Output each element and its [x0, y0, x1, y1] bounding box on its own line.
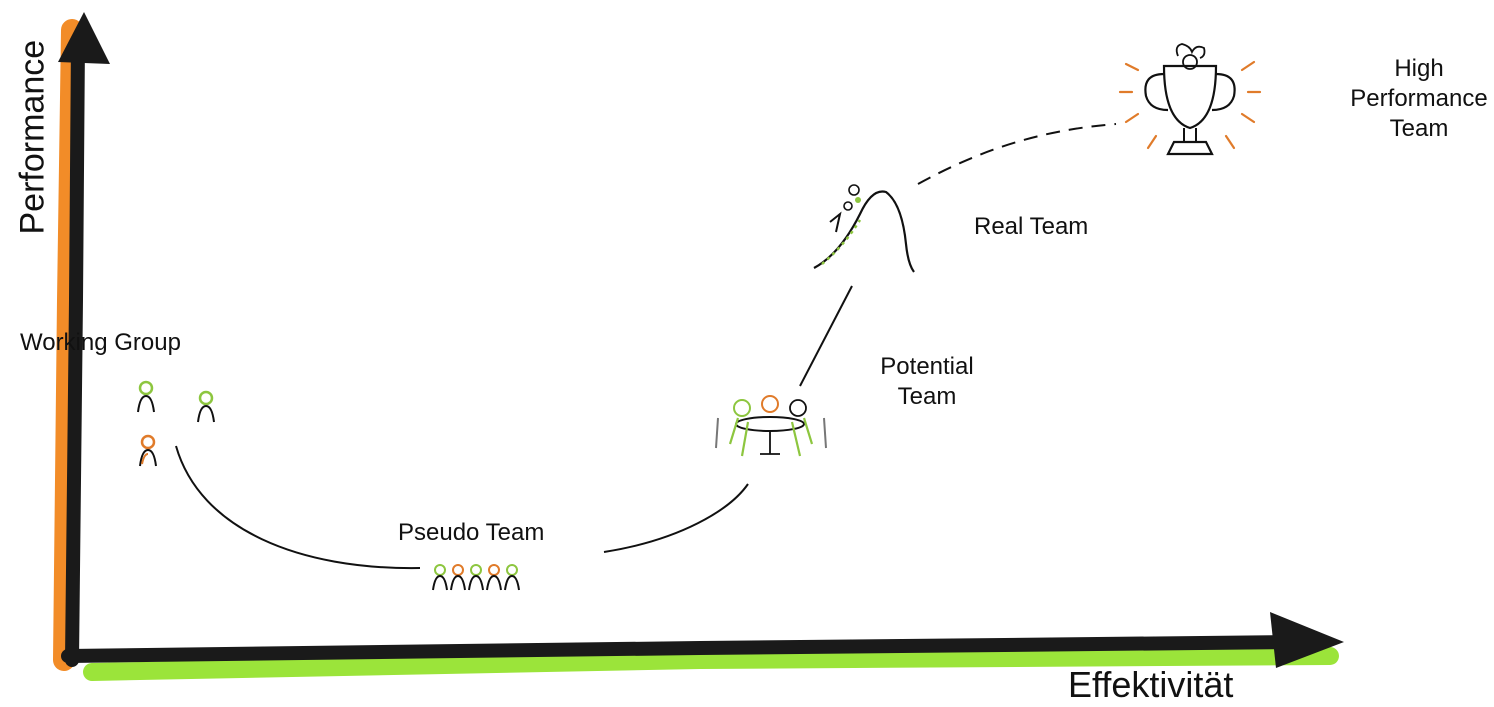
label-pseudo-team: Pseudo Team — [398, 519, 545, 546]
curve-pseudo-to-potential — [603, 483, 749, 553]
label-potential-team-line2: Team — [897, 383, 957, 410]
mountain-climb-icon — [813, 184, 915, 273]
trophy-icon — [1118, 43, 1262, 156]
curve-real-to-high — [917, 123, 1117, 185]
label-potential-team-line1: Potential — [880, 353, 974, 380]
curve-working-to-pseudo — [175, 445, 421, 570]
meeting-table-icon — [715, 395, 827, 457]
label-potential-team: Potential Team — [862, 352, 992, 412]
label-high-performance-line1: High — [1394, 55, 1444, 82]
person-icon — [137, 380, 155, 413]
curve-potential-to-real — [799, 285, 853, 387]
label-high-performance-line2: Performance — [1350, 85, 1488, 112]
y-axis-arrowhead — [58, 12, 110, 64]
label-real-team: Real Team — [974, 213, 1089, 240]
y-axis — [65, 33, 85, 667]
x-axis-highlight — [83, 647, 1339, 681]
trophy-rays — [1118, 60, 1262, 150]
label-high-performance-team: High Performance Team — [1342, 54, 1494, 144]
x-axis-arrowhead — [1270, 612, 1344, 668]
x-axis-label: Effektivität — [1068, 664, 1234, 705]
label-high-performance-line3: Team — [1389, 115, 1449, 142]
label-working-group: Working Group — [20, 329, 181, 356]
y-axis-label: Performance — [13, 39, 52, 235]
group-icon — [432, 564, 520, 591]
x-axis — [61, 635, 1307, 663]
person-icon — [197, 390, 215, 423]
person-icon — [139, 434, 157, 467]
